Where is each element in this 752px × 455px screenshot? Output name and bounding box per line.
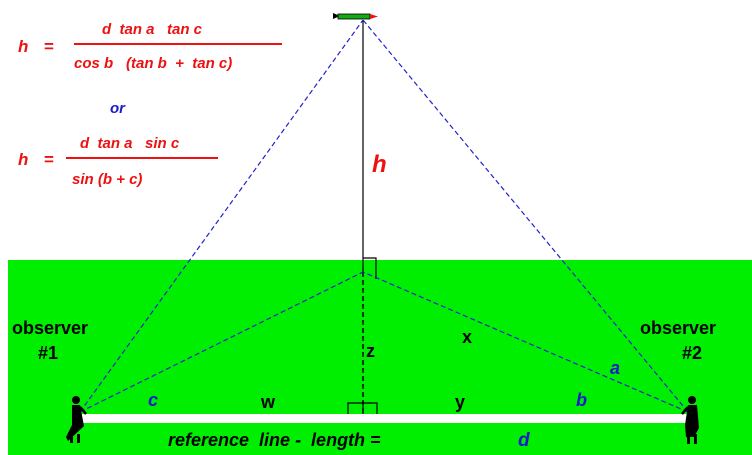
- formula1-equals: =: [44, 37, 54, 56]
- w-label: w: [260, 392, 276, 412]
- observer1-figure-icon: [66, 396, 87, 443]
- formula1-numerator: d tan a tan c: [102, 21, 203, 38]
- angle-c-label: c: [148, 390, 158, 410]
- formula2-denominator: sin (b + c): [72, 171, 142, 188]
- z-label: z: [366, 341, 375, 361]
- y-label: y: [455, 392, 465, 412]
- formula1-denominator-cos: cos b: [74, 55, 113, 72]
- x-label: x: [462, 327, 472, 347]
- length-d-label: d: [518, 430, 530, 451]
- observer2-figure-icon: [681, 396, 699, 444]
- rocket-icon: [333, 13, 378, 20]
- angle-a-label: a: [610, 358, 620, 378]
- observer2-label-line2: #2: [682, 343, 702, 363]
- or-text: or: [110, 100, 126, 117]
- formula2-lhs: h: [18, 150, 28, 169]
- observer2-label-line1: observer: [640, 318, 716, 338]
- sight-line-observer2: [362, 19, 689, 413]
- formula1-lhs: h: [18, 37, 28, 56]
- formula1-denominator-sum: (tan b + tan c): [126, 55, 232, 72]
- observer1-label-line2: #1: [38, 343, 58, 363]
- ground-line-w: [79, 271, 364, 413]
- reference-line: [82, 414, 692, 423]
- sight-line-observer1: [79, 19, 364, 413]
- ground-line-x: [362, 271, 689, 413]
- observer1-label-line1: observer: [12, 318, 88, 338]
- formula2-numerator: d tan a sin c: [80, 135, 180, 152]
- height-label: h: [372, 151, 387, 178]
- formula2-equals: =: [44, 150, 54, 169]
- angle-b-label: b: [576, 390, 587, 410]
- reference-line-label: reference line - length =: [168, 430, 381, 450]
- right-angle-marker-top: [363, 257, 377, 279]
